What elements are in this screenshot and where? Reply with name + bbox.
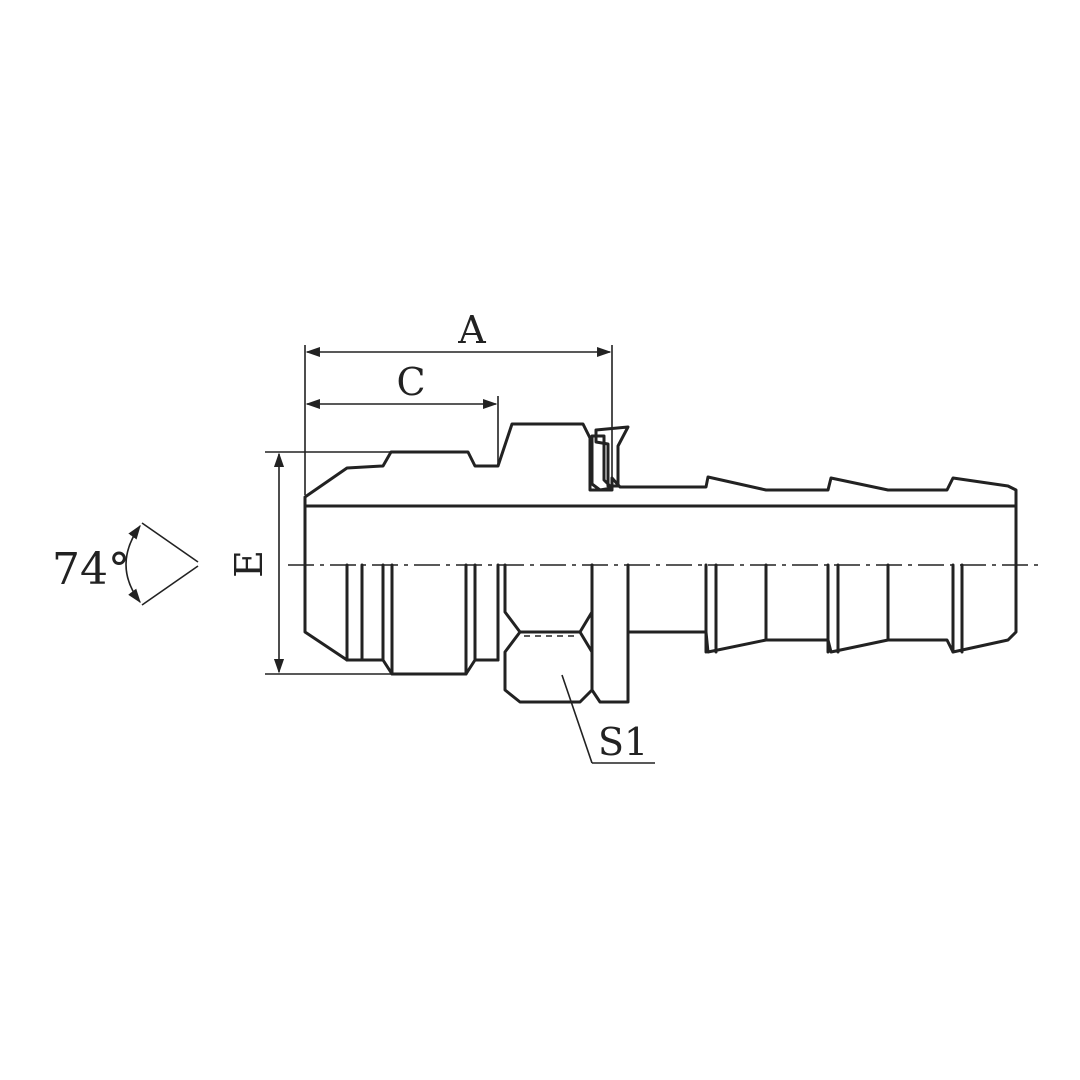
oring-ring	[594, 425, 630, 488]
hex-leader: S1	[561, 674, 655, 764]
dimension-a: A	[304, 308, 613, 495]
dimension-e-label: E	[227, 550, 271, 578]
angle-label: 74°	[52, 544, 130, 595]
hex-label: S1	[598, 720, 648, 764]
external-lower-half	[303, 504, 1018, 704]
dimension-c-label: C	[396, 360, 425, 404]
dimension-a-label: A	[457, 308, 486, 352]
dimension-e: E	[227, 451, 392, 675]
dimension-c: C	[305, 360, 499, 466]
hex-nut	[503, 563, 594, 704]
oring-groove	[590, 434, 614, 492]
flare-angle: 74°	[52, 522, 199, 606]
section-upper-half	[303, 422, 1018, 508]
